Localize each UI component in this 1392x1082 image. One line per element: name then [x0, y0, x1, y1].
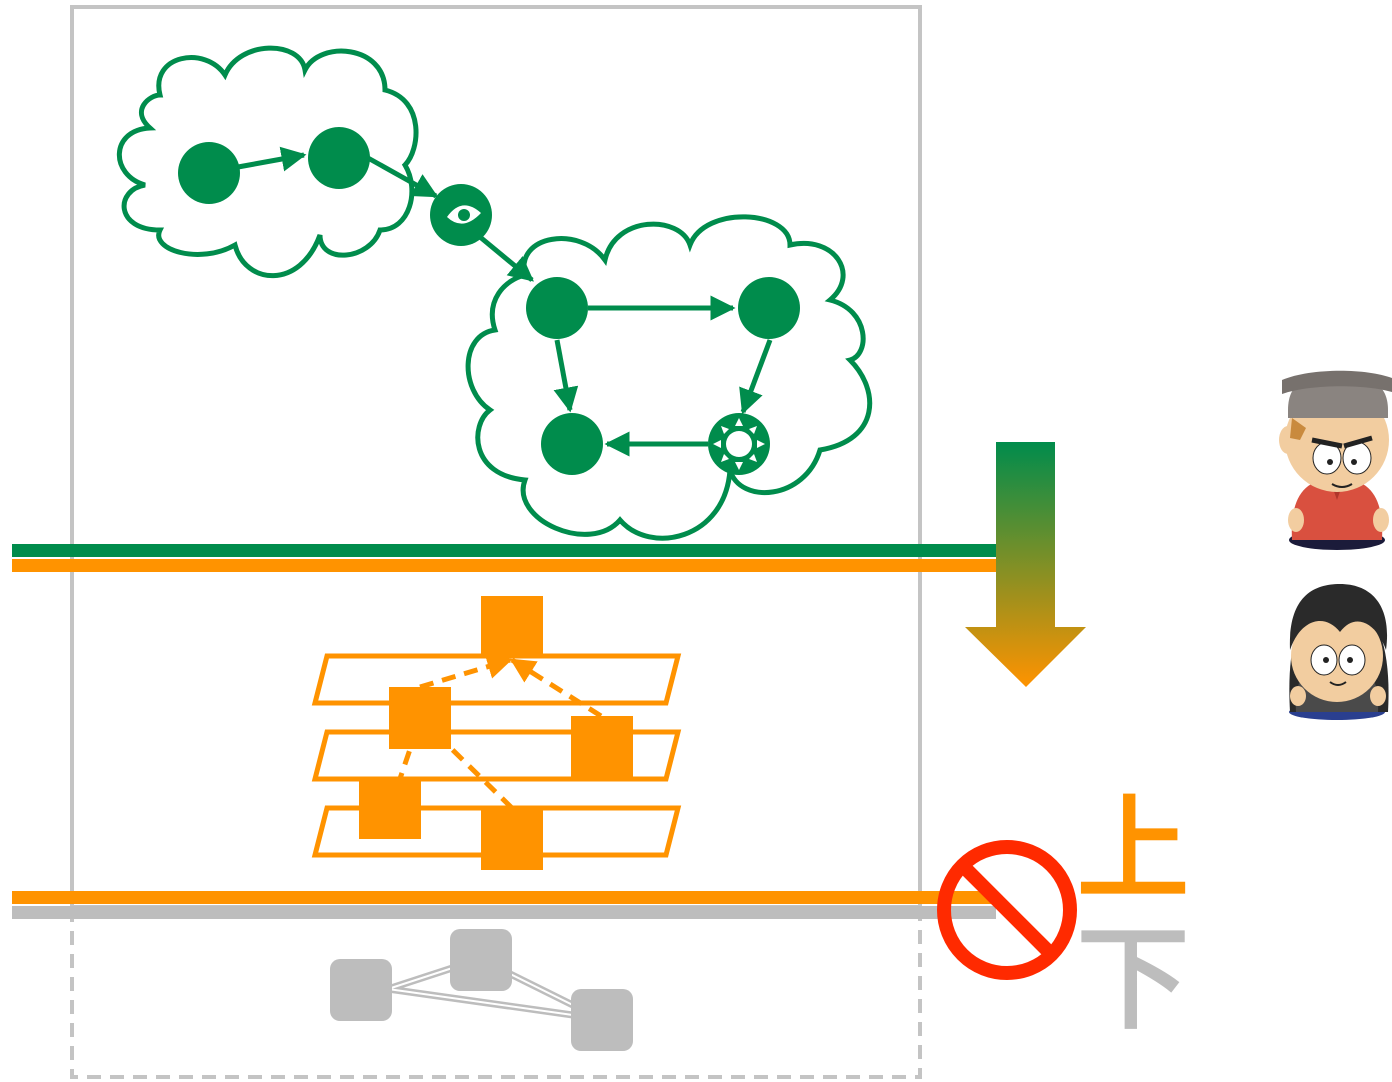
orange-node-bottom-left	[359, 777, 421, 839]
prohibition-icon	[937, 840, 1077, 980]
edge-d-f	[553, 339, 579, 413]
edge-e-g	[739, 339, 773, 415]
gray-node-right	[571, 989, 633, 1051]
person-with-long-hair-icon	[1289, 584, 1389, 720]
upper-char-label: 上	[1077, 785, 1189, 915]
node-f	[541, 413, 603, 475]
plane-middle	[311, 729, 682, 782]
edge-c-d	[472, 230, 534, 282]
orange-node-bottom-right	[481, 808, 543, 870]
plane-top	[311, 653, 682, 706]
node-a	[178, 142, 240, 204]
gray-node-left	[330, 959, 392, 1021]
orange-layer-line-bottom	[12, 891, 996, 904]
orange-node-mid-right	[571, 716, 633, 778]
green-nodes	[178, 127, 800, 475]
orange-edge-2	[509, 657, 603, 719]
arrow-down-icon	[965, 442, 1086, 687]
eye-node-icon	[430, 184, 492, 246]
orange-planes	[311, 653, 682, 858]
green-edges	[237, 146, 773, 457]
orange-node-mid-left	[389, 687, 451, 749]
edge-b-c	[366, 155, 439, 199]
person-with-cap-icon	[1279, 370, 1392, 550]
node-b	[308, 127, 370, 189]
large-cloud	[465, 214, 873, 541]
green-layer-line	[12, 544, 996, 557]
plane-bottom	[311, 805, 682, 858]
edge-a-b	[237, 146, 307, 172]
node-e	[738, 277, 800, 339]
node-d	[526, 277, 588, 339]
orange-nodes	[359, 596, 633, 870]
gray-nodes	[330, 929, 633, 1051]
gray-node-top	[450, 929, 512, 991]
gray-layer-line	[12, 906, 996, 919]
orange-node-top	[481, 596, 543, 658]
orange-layer-line-top	[12, 559, 996, 572]
lower-char-label: 下	[1077, 915, 1189, 1045]
orange-edge-1	[419, 654, 513, 690]
sun-node-icon	[708, 413, 770, 475]
